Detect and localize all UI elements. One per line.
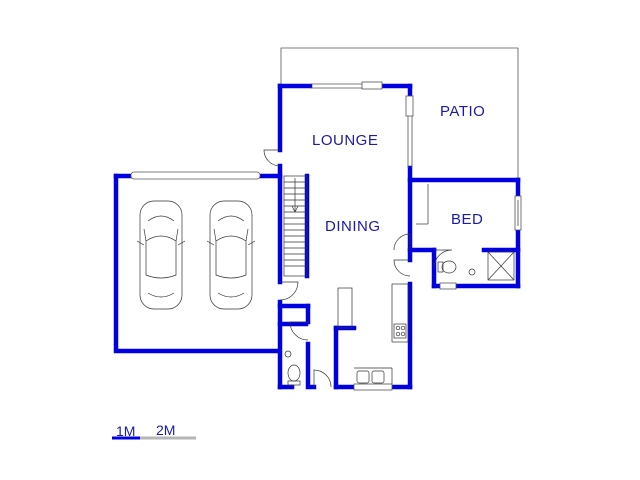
scale-label-2m: 2M [156,422,175,438]
car-icon [206,200,256,310]
room-label-lounge: LOUNGE [312,132,378,149]
room-label-patio: PATIO [440,103,485,120]
kitchen-fittings [337,283,409,384]
garage-door [130,171,261,180]
room-label-bed: BED [451,211,483,228]
garage-walls [113,171,283,354]
staircase [283,175,308,277]
patio-outline [280,47,519,180]
windows [310,81,522,391]
room-label-dining: DINING [325,218,381,235]
car-icon [136,200,186,310]
bathroom-fittings [284,184,515,386]
scale-bar: 1M 2M [112,422,196,440]
doors [263,149,453,388]
scale-label-1m: 1M [116,423,135,439]
